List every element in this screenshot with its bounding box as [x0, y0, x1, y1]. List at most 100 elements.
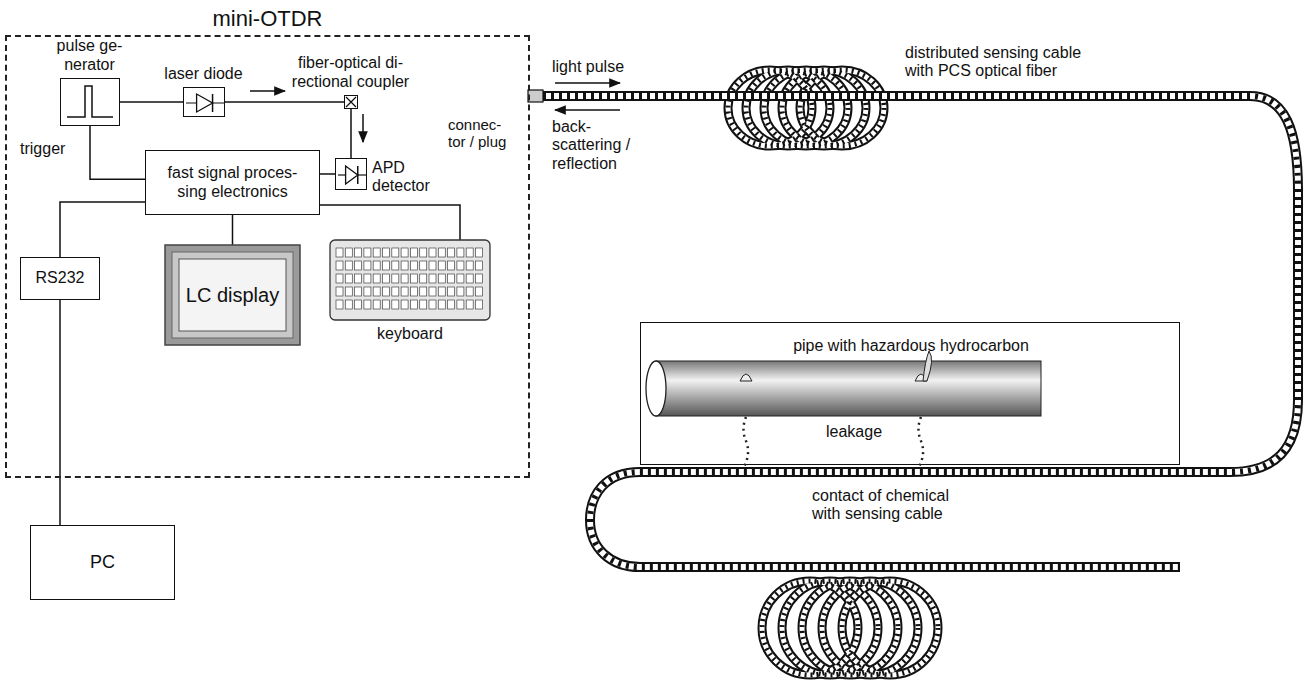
- key: [345, 274, 352, 283]
- node-label: APD detector: [372, 159, 438, 196]
- keyboard: keyboard: [330, 240, 490, 320]
- signal-line: [232, 215, 234, 245]
- key: [383, 248, 390, 257]
- diode-bar: [357, 166, 359, 184]
- key: [345, 261, 352, 270]
- laser-diode: laser diode: [183, 87, 225, 117]
- key: [355, 300, 362, 309]
- key: [373, 261, 380, 270]
- node-label: laser diode: [159, 65, 249, 83]
- key: [429, 287, 436, 296]
- node-label: leakage: [826, 423, 882, 441]
- leak-drips: [744, 417, 749, 467]
- key: [448, 300, 455, 309]
- key: [364, 248, 371, 257]
- signal-arrow: [250, 90, 285, 92]
- pulse-shape: [67, 86, 113, 117]
- edge-label: trigger: [20, 140, 65, 158]
- key: [429, 261, 436, 270]
- key: [457, 261, 464, 270]
- connector-label: connec- tor / plug: [448, 116, 522, 151]
- diode-symbol: [346, 166, 358, 184]
- coupler-symbol: [345, 96, 359, 110]
- pulse-symbol: [61, 79, 121, 127]
- key: [401, 274, 408, 283]
- key: [401, 261, 408, 270]
- key: [336, 300, 343, 309]
- key: [429, 300, 436, 309]
- key: [448, 274, 455, 283]
- key: [364, 300, 371, 309]
- key: [392, 274, 399, 283]
- key: [448, 248, 455, 257]
- signal-arrow: [555, 82, 620, 84]
- signal-line: [120, 101, 183, 103]
- key: [336, 287, 343, 296]
- leak-hole: [740, 374, 752, 381]
- key: [420, 300, 427, 309]
- key: [420, 261, 427, 270]
- key: [373, 300, 380, 309]
- key: [392, 287, 399, 296]
- rs232-box: RS232: [20, 257, 100, 300]
- signal-label: light pulse: [552, 58, 662, 76]
- signal-line: [350, 109, 352, 158]
- node-label: RS232: [36, 269, 85, 287]
- note-label: contact of chemical with sensing cable: [812, 487, 977, 524]
- key: [336, 248, 343, 257]
- key: [345, 287, 352, 296]
- key: [457, 274, 464, 283]
- node-label: pulse ge- nerator: [44, 37, 136, 74]
- key: [438, 287, 445, 296]
- key: [373, 274, 380, 283]
- key: [466, 300, 473, 309]
- key: [392, 300, 399, 309]
- device-housing: mini-OTDRpulse ge- neratorlaser diodefib…: [5, 35, 530, 478]
- key: [476, 261, 483, 270]
- key: [438, 248, 445, 257]
- signal-line: [320, 205, 460, 240]
- key: [438, 274, 445, 283]
- keyboard-body: [330, 240, 490, 320]
- key: [476, 274, 483, 283]
- diode-symbol: [197, 94, 213, 112]
- diode-symbol: [184, 88, 226, 118]
- display-bezel: [172, 252, 293, 338]
- keyboard-symbol: [330, 240, 490, 320]
- key: [429, 248, 436, 257]
- directional-coupler: fiber-optical di- rectional coupler: [344, 95, 358, 109]
- pipe-opening: [646, 361, 666, 416]
- key: [438, 300, 445, 309]
- key: [448, 261, 455, 270]
- key: [364, 287, 371, 296]
- node-label: fiber-optical di- rectional coupler: [281, 54, 421, 91]
- key: [420, 287, 427, 296]
- key: [392, 261, 399, 270]
- key: [466, 248, 473, 257]
- key: [420, 248, 427, 257]
- pc-box: PC: [30, 525, 175, 600]
- leak-drips: [919, 417, 924, 467]
- key: [457, 287, 464, 296]
- key: [336, 261, 343, 270]
- key: [448, 287, 455, 296]
- apd-detector: APD detector: [335, 158, 367, 190]
- node-label: keyboard: [360, 325, 460, 343]
- key: [373, 287, 380, 296]
- signal-arrow: [362, 114, 364, 142]
- node-label: LC display: [186, 284, 279, 307]
- key: [383, 287, 390, 296]
- key: [476, 300, 483, 309]
- key: [345, 248, 352, 257]
- key: [457, 300, 464, 309]
- key: [457, 248, 464, 257]
- signal-line: [90, 126, 145, 179]
- key: [345, 300, 352, 309]
- key: [392, 248, 399, 257]
- signal-arrow: [555, 109, 620, 111]
- cable-label: distributed sensing cable with PCS optic…: [905, 44, 1110, 81]
- coupler-cross: [346, 97, 356, 107]
- device-title: mini-OTDR: [7, 6, 528, 31]
- signal-line: [225, 101, 344, 103]
